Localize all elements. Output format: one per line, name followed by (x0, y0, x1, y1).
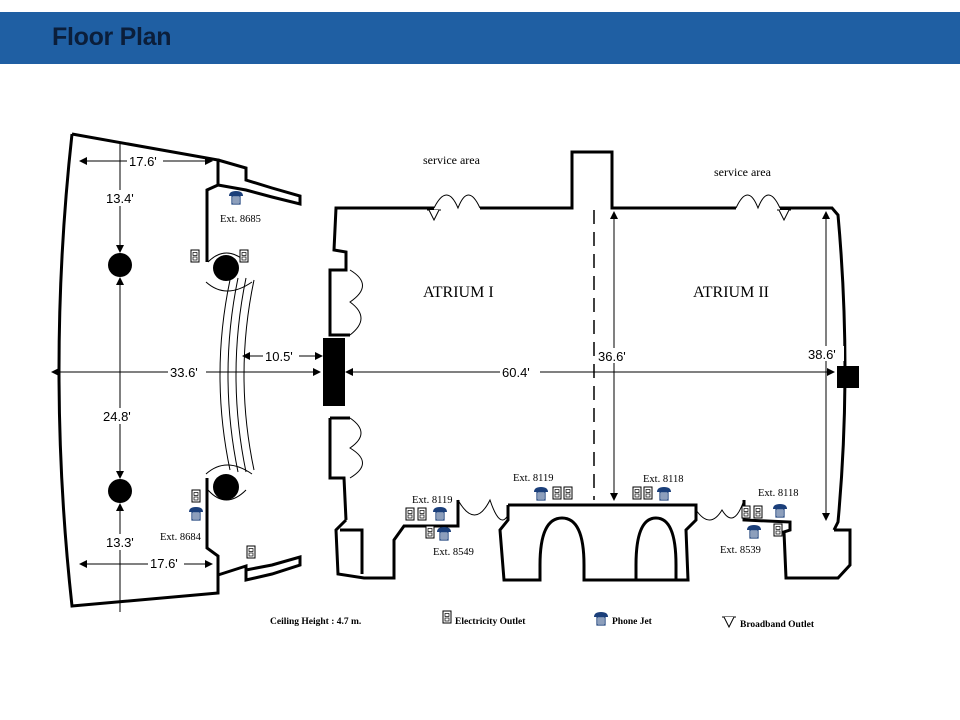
dim-left-bottom-height: 13.3' (106, 535, 134, 550)
service-area-label-2: service area (714, 165, 772, 179)
electricity-outlet-icon (632, 486, 642, 500)
dim-corridor-width: 10.5' (265, 349, 293, 364)
atrium-2-label: ATRIUM II (693, 284, 769, 301)
electricity-outlet-icon (753, 505, 763, 519)
electricity-outlet-icon (773, 523, 783, 537)
extension-labels: Ext. 8685 Ext. 8684 Ext. 8119 Ext. 8119 … (160, 214, 798, 558)
electricity-outlet-icon (417, 507, 427, 521)
ext-8118-label-a: Ext. 8118 (643, 474, 683, 485)
electricity-outlet-icon (552, 486, 562, 500)
page-title: Floor Plan (52, 23, 172, 51)
legend-phone-jet: Phone Jet (612, 617, 653, 627)
phone-jack-icon (593, 611, 609, 626)
phone-jack-icon (436, 526, 452, 541)
electricity-outlet-icon (425, 525, 435, 539)
column-icon (108, 253, 132, 277)
header-bar: Floor Plan (0, 12, 960, 64)
ext-8684-label: Ext. 8684 (160, 532, 202, 543)
broadband-outlet-icon (776, 209, 792, 221)
ext-8118-label-b: Ext. 8118 (758, 488, 798, 499)
dim-left-mid-height: 24.8' (103, 409, 131, 424)
ext-8539-label: Ext. 8539 (720, 545, 761, 556)
atrium-room (323, 150, 859, 582)
electricity-outlet-icon (741, 505, 751, 519)
phone-jack-icon (772, 503, 788, 518)
electricity-outlet-icon (563, 486, 573, 500)
dim-atrium-width: 60.4' (502, 365, 530, 380)
ext-8685-label: Ext. 8685 (220, 214, 261, 225)
legend-broadband-outlet: Broadband Outlet (740, 620, 815, 630)
electricity-outlet-icon (246, 545, 256, 559)
room-divider-block (323, 338, 345, 406)
broadband-outlet-icon (426, 209, 442, 221)
dim-left-full-width: 33.6' (170, 365, 198, 380)
electricity-outlet-icon (190, 249, 200, 263)
electricity-outlet-icon (239, 249, 249, 263)
electricity-outlet-icon (442, 610, 452, 624)
ext-8549-label: Ext. 8549 (433, 547, 474, 558)
outlets-atrium (405, 486, 788, 541)
column-icon (837, 366, 859, 388)
phone-jack-icon (746, 524, 762, 539)
electricity-outlet-icon (191, 489, 201, 503)
service-area-label-1: service area (423, 153, 481, 167)
atrium-1-label: ATRIUM I (423, 284, 494, 301)
broadband-outlet-icon (721, 616, 737, 628)
dim-left-top-width: 17.6' (129, 154, 157, 169)
dim-left-bottom-width: 17.6' (150, 556, 178, 571)
left-room-dimensions: 17.6' 13.4' 24.8' 13.3' 17.6' 33.6' 10.5… (51, 144, 323, 612)
ceiling-height-label: Ceiling Height : 4.7 m. (270, 617, 361, 627)
column-icon (108, 479, 132, 503)
phone-jack-icon (432, 506, 448, 521)
ext-8119-label-a: Ext. 8119 (412, 495, 452, 506)
phone-jack-icon (228, 190, 244, 205)
phone-jack-icon (656, 486, 672, 501)
electricity-outlet-icon (643, 486, 653, 500)
legend-electricity-outlet: Electricity Outlet (455, 617, 526, 627)
ext-8119-label-b: Ext. 8119 (513, 473, 553, 484)
phone-jack-icon (188, 506, 204, 521)
column-icon (213, 474, 239, 500)
dim-left-top-height: 13.4' (106, 191, 134, 206)
legend: Ceiling Height : 4.7 m. Electricity Outl… (270, 610, 815, 630)
phone-jack-icon (533, 486, 549, 501)
atrium-labels: service area service area ATRIUM I ATRIU… (345, 153, 844, 521)
dim-atrium-1-depth: 36.6' (598, 349, 626, 364)
column-icon (213, 255, 239, 281)
dim-atrium-2-depth: 38.6' (808, 347, 836, 362)
electricity-outlet-icon (405, 507, 415, 521)
